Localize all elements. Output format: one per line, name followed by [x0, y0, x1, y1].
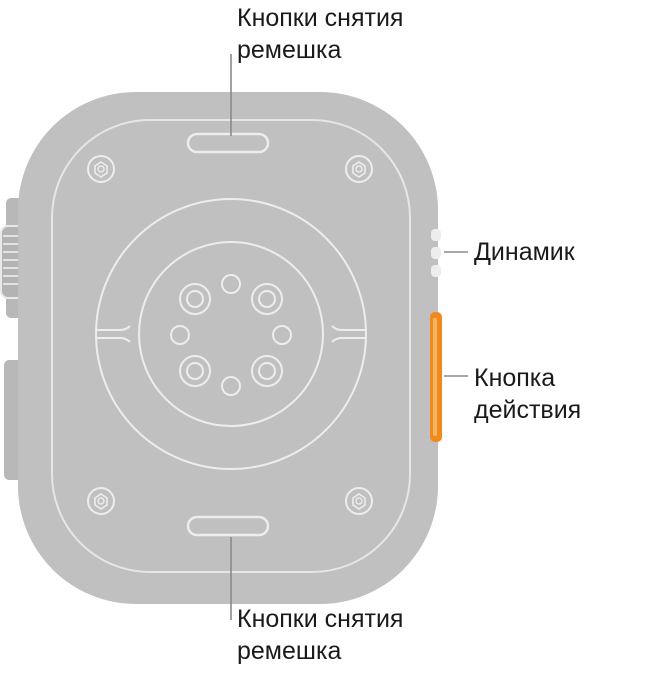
band-release-slot-bottom: [186, 515, 270, 537]
callout-action-button-line1: Кнопка: [474, 364, 556, 392]
band-release-slot-top: [186, 132, 270, 154]
leader-lines: [230, 54, 468, 620]
callout-band-release-bottom-line2: ремешка: [237, 637, 342, 665]
callout-speaker-line1: Динамик: [474, 238, 575, 266]
side-button: [4, 360, 22, 480]
callout-band-release-top: Кнопки снятия ремешка: [237, 2, 403, 66]
screw-bottom-left: [87, 487, 115, 515]
callout-action-button: Кнопка действия: [474, 362, 581, 426]
callout-speaker: Динамик: [474, 236, 575, 268]
sensor-outer-ring: [95, 198, 367, 470]
sensor-inner-ring: [138, 241, 324, 427]
callout-band-release-bottom-line1: Кнопки снятия: [237, 605, 404, 633]
sensor-seam: [97, 325, 365, 343]
callout-band-release-top-line1: Кнопки снятия: [237, 4, 404, 32]
callout-band-release-bottom: Кнопки снятия ремешка: [237, 603, 403, 667]
speaker-holes: [431, 229, 441, 277]
watch-case: [18, 92, 438, 604]
callout-band-release-top-line2: ремешка: [237, 36, 342, 64]
screw-bottom-right: [345, 487, 373, 515]
screw-top-right: [345, 155, 373, 183]
screw-top-left: [87, 155, 115, 183]
sensor-electrodes: [170, 274, 292, 396]
callout-action-button-line2: действия: [474, 396, 582, 424]
